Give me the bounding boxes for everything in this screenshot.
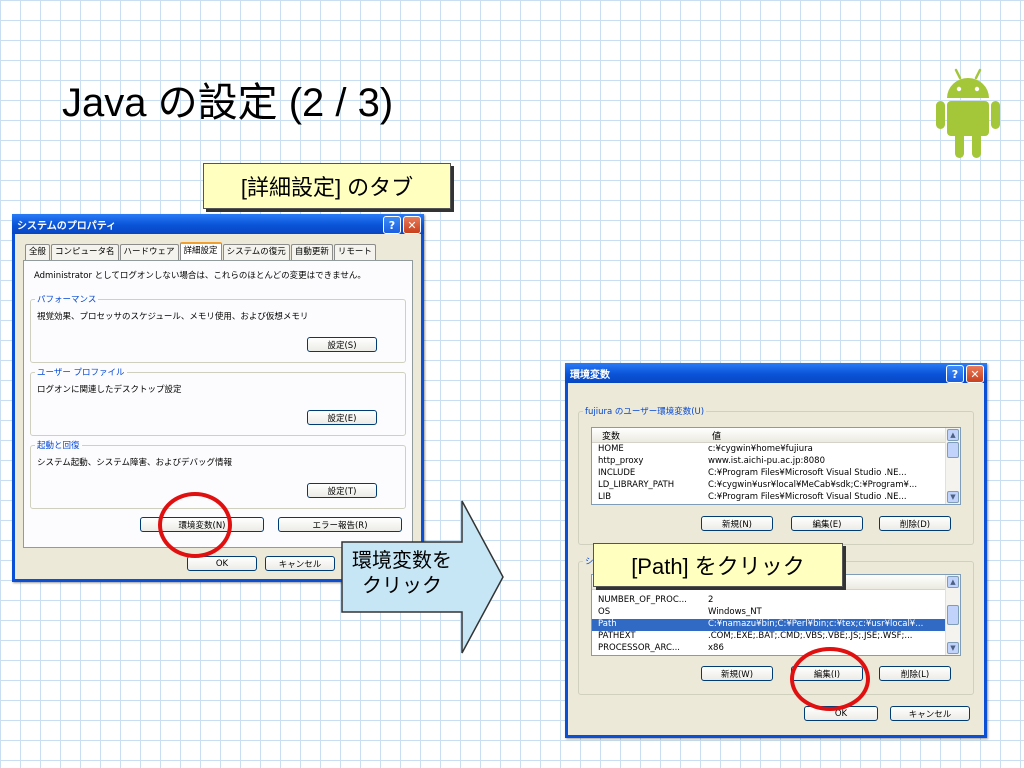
- scroll-down-icon[interactable]: ▼: [947, 491, 959, 503]
- user-edit-button[interactable]: 編集(E): [791, 516, 863, 531]
- scroll-thumb[interactable]: [947, 442, 959, 458]
- highlight-env-button: [158, 492, 232, 558]
- performance-label: パフォーマンス: [35, 293, 99, 305]
- performance-desc: 視覚効果、プロセッサのスケジュール、メモリ使用、および仮想メモリ: [37, 312, 309, 322]
- env-vars-titlebar[interactable]: 環境変数 ? ✕: [565, 363, 987, 383]
- list-item[interactable]: PROCESSOR_ARC... x86: [598, 643, 724, 653]
- close-button[interactable]: ✕: [403, 216, 421, 234]
- user-profile-label: ユーザー プロファイル: [35, 366, 127, 378]
- startup-settings-button[interactable]: 設定(T): [307, 483, 377, 498]
- system-new-button[interactable]: 新規(W): [701, 666, 773, 681]
- error-reporting-button[interactable]: エラー報告(R): [278, 517, 402, 532]
- list-item[interactable]: NUMBER_OF_PROC... 2: [598, 595, 714, 605]
- system-variables-label: シ: [583, 555, 596, 567]
- column-value[interactable]: 値: [712, 432, 722, 442]
- tab-auto-update[interactable]: 自動更新: [290, 244, 333, 260]
- tab-computer-name[interactable]: コンピュータ名: [51, 244, 119, 260]
- callout-click-path: [Path] をクリック: [593, 543, 843, 587]
- system-properties-titlebar[interactable]: システムのプロパティ ? ✕: [12, 214, 424, 234]
- list-item-path-selected[interactable]: Path C:¥namazu¥bin;C:¥Perl¥bin;c:¥tex;c:…: [592, 619, 946, 631]
- startup-recovery-group: 起動と回復 システム起動、システム障害、およびデバッグ情報 設定(T): [30, 439, 406, 509]
- ok-button[interactable]: OK: [187, 556, 257, 571]
- list-item[interactable]: HOME c:¥cygwin¥home¥fujiura: [598, 444, 813, 454]
- list-item[interactable]: LD_LIBRARY_PATH C:¥cygwin¥usr¥local¥MeCa…: [598, 480, 918, 490]
- tab-general[interactable]: 全般: [25, 244, 51, 260]
- user-delete-button[interactable]: 削除(D): [879, 516, 951, 531]
- arrow-right-icon: [341, 500, 504, 654]
- admin-note: Administrator としてログオンしない場合は、これらのほとんどの変更は…: [34, 271, 366, 281]
- startup-recovery-label: 起動と回復: [35, 439, 82, 451]
- user-variables-list[interactable]: 変数 値 HOME c:¥cygwin¥home¥fujiura http_pr…: [591, 427, 961, 505]
- window-title: システムのプロパティ: [17, 220, 117, 232]
- close-button[interactable]: ✕: [966, 365, 984, 383]
- arrow-label: 環境変数を クリック: [352, 550, 452, 597]
- tab-remote[interactable]: リモート: [333, 244, 376, 260]
- user-profile-desc: ログオンに関連したデスクトップ設定: [37, 385, 182, 395]
- system-delete-button[interactable]: 削除(L): [879, 666, 951, 681]
- help-button[interactable]: ?: [383, 216, 401, 234]
- list-item[interactable]: INCLUDE C:¥Program Files¥Microsoft Visua…: [598, 468, 907, 478]
- user-new-button[interactable]: 新規(N): [701, 516, 773, 531]
- performance-settings-button[interactable]: 設定(S): [307, 337, 377, 352]
- user-list-scrollbar[interactable]: ▲ ▼: [945, 428, 960, 504]
- tab-advanced[interactable]: 詳細設定: [179, 242, 222, 261]
- cancel-button[interactable]: キャンセル: [890, 706, 970, 721]
- tab-system-restore[interactable]: システムの復元: [222, 244, 290, 260]
- highlight-edit-button: [790, 647, 870, 711]
- slide-title: Java の設定 (2 / 3): [62, 81, 394, 125]
- window-title: 環境変数: [570, 369, 610, 381]
- callout-advanced-tab: [詳細設定] のタブ: [203, 163, 451, 209]
- user-profile-settings-button[interactable]: 設定(E): [307, 410, 377, 425]
- cancel-button[interactable]: キャンセル: [265, 556, 335, 571]
- column-variable[interactable]: 変数: [602, 432, 621, 442]
- system-properties-window: システムのプロパティ ? ✕ 全般 コンピュータ名 ハードウェア 詳細設定 シス…: [12, 214, 424, 582]
- list-item[interactable]: PATHEXT .COM;.EXE;.BAT;.CMD;.VBS;.VBE;.J…: [598, 631, 913, 641]
- system-list-scrollbar[interactable]: ▲ ▼: [945, 575, 960, 655]
- performance-group: パフォーマンス 視覚効果、プロセッサのスケジュール、メモリ使用、および仮想メモリ…: [30, 293, 406, 363]
- list-item[interactable]: http_proxy www.ist.aichi-pu.ac.jp:8080: [598, 456, 825, 466]
- scroll-up-icon[interactable]: ▲: [947, 576, 959, 588]
- help-button[interactable]: ?: [946, 365, 964, 383]
- tab-strip: 全般 コンピュータ名 ハードウェア 詳細設定 システムの復元 自動更新 リモート: [25, 242, 377, 261]
- tab-hardware[interactable]: ハードウェア: [119, 244, 179, 260]
- user-profile-group: ユーザー プロファイル ログオンに関連したデスクトップ設定 設定(E): [30, 366, 406, 436]
- user-variables-group: fujiura のユーザー環境変数(U) 変数 値 HOME c:¥cygwin…: [578, 405, 974, 545]
- startup-recovery-desc: システム起動、システム障害、およびデバッグ情報: [37, 458, 232, 468]
- android-logo-icon: [936, 68, 1000, 158]
- user-variables-label: fujiura のユーザー環境変数(U): [583, 405, 707, 417]
- list-header: 変数 値: [592, 428, 946, 443]
- scroll-up-icon[interactable]: ▲: [947, 429, 959, 441]
- list-item[interactable]: LIB C:¥Program Files¥Microsoft Visual St…: [598, 492, 907, 502]
- scroll-down-icon[interactable]: ▼: [947, 642, 959, 654]
- scroll-thumb[interactable]: [947, 605, 959, 625]
- list-item[interactable]: OS Windows_NT: [598, 607, 762, 617]
